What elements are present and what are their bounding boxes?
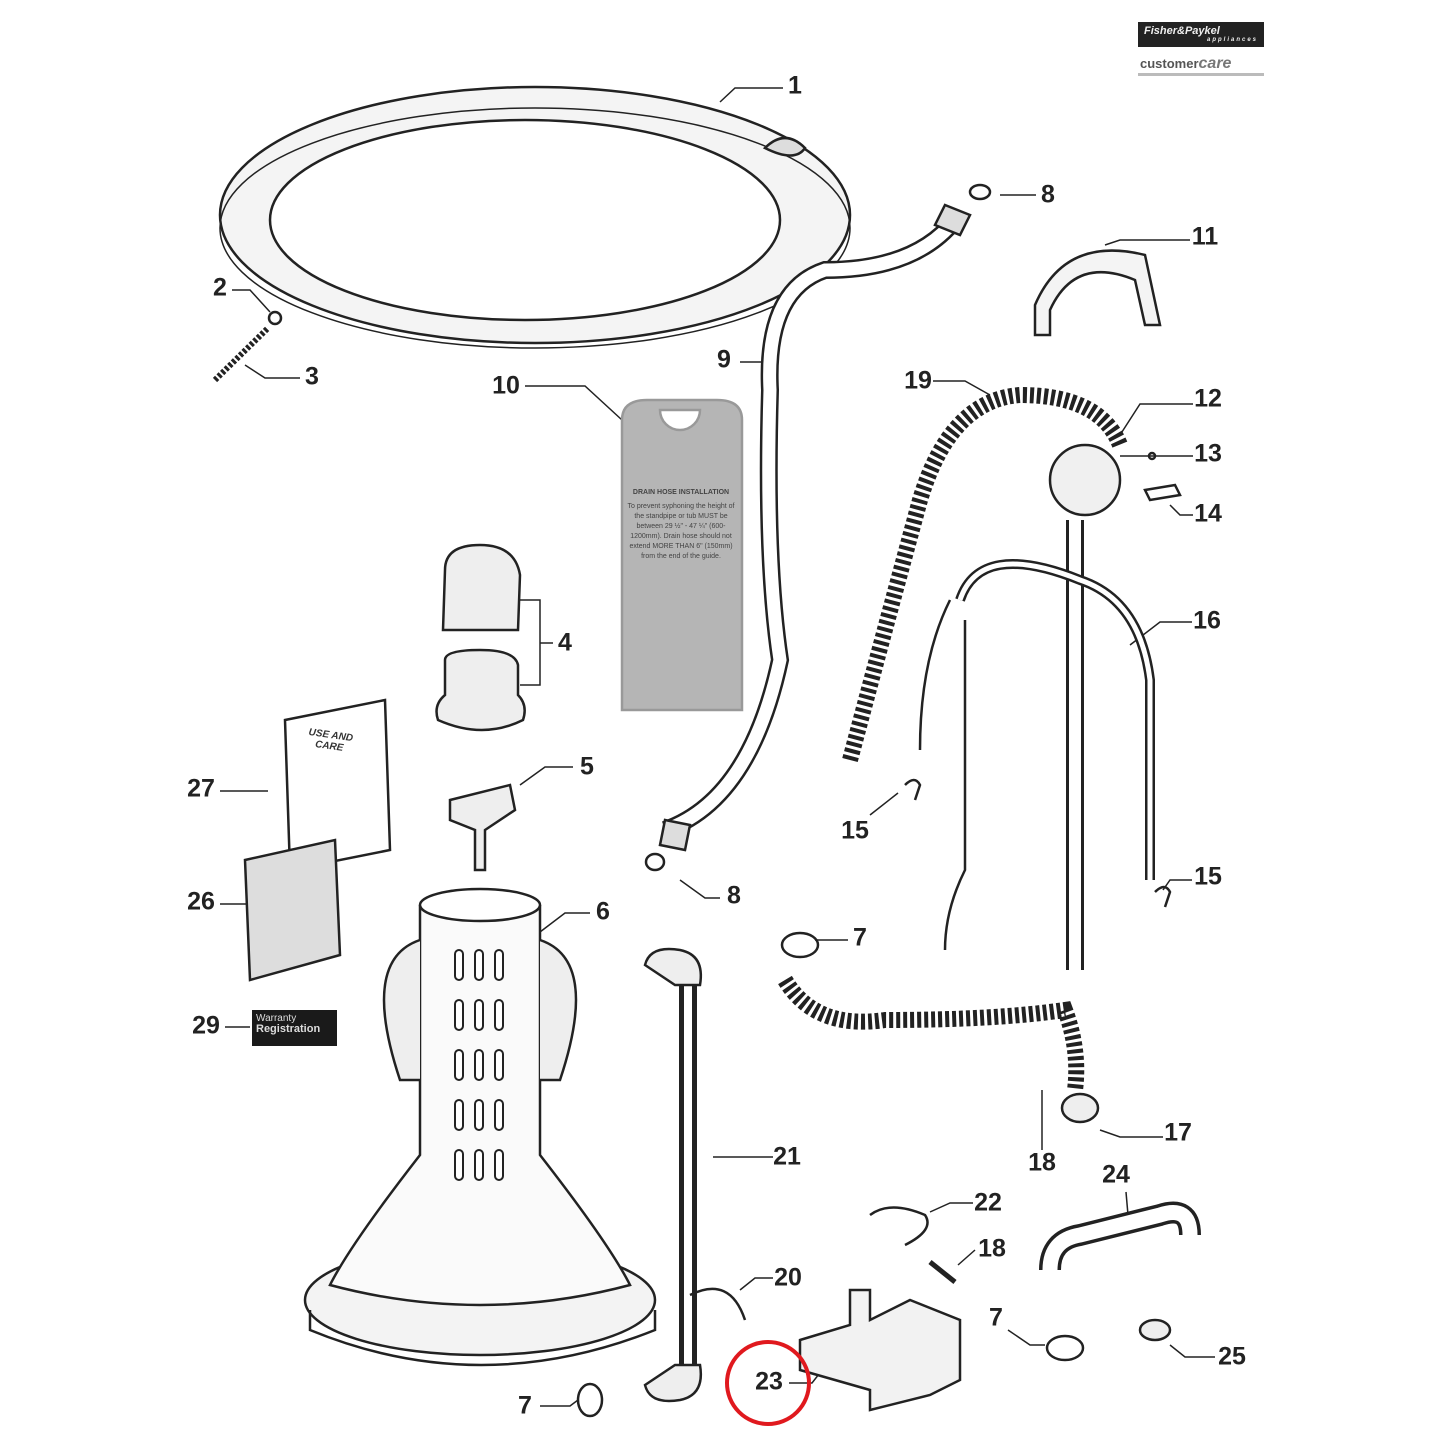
callout-label: 4 — [558, 628, 572, 657]
callout-label: 7 — [853, 923, 867, 952]
part-23-valve — [798, 1288, 962, 1412]
callout-label: 13 — [1194, 439, 1222, 468]
callout-label: 11 — [1191, 222, 1219, 251]
part-1-ring — [218, 85, 852, 349]
callout-label: 27 — [187, 774, 215, 803]
part-15-clip-left — [904, 778, 922, 801]
callout-label: 1 — [788, 71, 802, 100]
part-8-washer-bottom — [644, 852, 666, 872]
part-2-3-spring — [212, 310, 283, 383]
tag-body: To prevent syphoning the height of the s… — [627, 503, 735, 560]
callout-label: 20 — [774, 1263, 802, 1292]
part-9-inlet-hose — [658, 203, 972, 852]
callout-label: 15 — [1194, 862, 1222, 891]
highlight-circle-part-23 — [725, 1340, 811, 1426]
part-27-manual — [283, 698, 392, 872]
callout-label-highlighted: 23 — [755, 1367, 783, 1396]
part-4-cap — [435, 543, 526, 732]
part-10-drain-hose-tag — [620, 398, 744, 712]
callout-label: 5 — [580, 752, 594, 781]
part-8-washer-top — [968, 183, 992, 201]
part-17-outlet — [1060, 1092, 1100, 1124]
callout-label: 17 — [1164, 1118, 1192, 1147]
logo-care-text: care — [1198, 55, 1232, 72]
callout-label: 7 — [518, 1391, 532, 1420]
callout-label: 22 — [974, 1188, 1002, 1217]
part-13-screw — [1147, 451, 1157, 461]
logo-brand-text: Fisher&Paykel — [1144, 25, 1220, 37]
callout-label: 16 — [1193, 606, 1221, 635]
logo-customer-text: customer — [1140, 56, 1199, 71]
drain-hose-tag-text: DRAIN HOSE INSTALLATION To prevent sypho… — [622, 488, 740, 562]
part-15-clip-right — [1154, 885, 1172, 908]
part-12-pump — [1048, 443, 1122, 517]
callout-label: 8 — [727, 881, 741, 910]
part-7-clip-b — [1045, 1334, 1085, 1362]
callout-label: 24 — [1102, 1160, 1130, 1189]
part-19-drain-hose — [842, 386, 1128, 763]
callout-label: 7 — [989, 1303, 1003, 1332]
callout-label: 25 — [1218, 1342, 1246, 1371]
callout-label: 9 — [717, 345, 731, 374]
part-20-clamp — [689, 1287, 747, 1321]
callout-label: 2 — [213, 273, 227, 302]
callout-label: 3 — [305, 362, 319, 391]
callout-label: 18 — [978, 1234, 1006, 1263]
part-7-clip-a — [780, 931, 820, 959]
part-21-pipe — [643, 947, 703, 1403]
part-11-hose-guide — [1033, 249, 1162, 337]
logo-sub-text: appliances — [1206, 37, 1258, 43]
callout-label: 29 — [192, 1011, 220, 1040]
callout-label: 26 — [187, 887, 215, 916]
part-26-pack — [243, 838, 342, 982]
callout-label: 19 — [904, 366, 932, 395]
callout-label: 10 — [492, 371, 520, 400]
part-18-screw — [928, 1260, 957, 1284]
callout-label: 21 — [773, 1142, 801, 1171]
callout-label: 14 — [1194, 499, 1222, 528]
part-7-clip-c — [576, 1382, 604, 1418]
part-6-agitator — [303, 887, 657, 1367]
part-16-harness — [918, 520, 1155, 970]
tag-title: DRAIN HOSE INSTALLATION — [632, 489, 730, 496]
reg-line2: Registration — [256, 1023, 321, 1035]
callout-label: 6 — [596, 897, 610, 926]
callout-label: 8 — [1041, 180, 1055, 209]
logo-customer-care: customercare — [1138, 55, 1264, 76]
reg-line1: Warranty — [256, 1013, 297, 1024]
callout-label: 18 — [1028, 1148, 1056, 1177]
part-5-fastener — [448, 783, 517, 872]
part-17-lower-hose — [778, 975, 1085, 1091]
part-14-clip — [1143, 483, 1182, 502]
part-25-clip — [1138, 1318, 1172, 1342]
part-22-clamp — [869, 1206, 929, 1247]
callout-label: 12 — [1194, 384, 1222, 413]
callout-label: 15 — [841, 816, 869, 845]
